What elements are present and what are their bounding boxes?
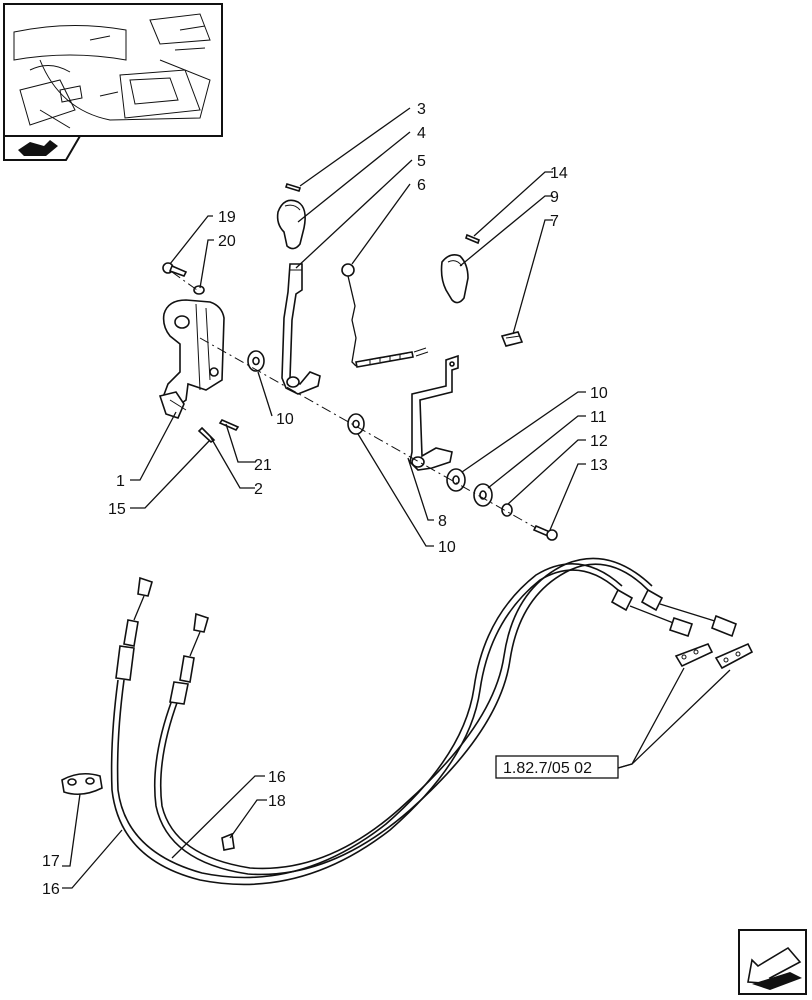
cable-part-16-a	[110, 563, 623, 886]
callout-11: 11	[590, 409, 607, 426]
cable-end-right-b	[640, 588, 737, 638]
section-nav-icon[interactable]	[3, 135, 82, 161]
callout-16-b: 16	[42, 881, 60, 898]
callout-13: 13	[590, 457, 608, 474]
link-plate-b	[714, 642, 754, 670]
leader-lines	[62, 107, 731, 889]
reference-box[interactable]: 1.82.7/05 02	[495, 755, 619, 779]
callout-17: 17	[42, 853, 60, 870]
cable-part-16-b	[153, 557, 653, 876]
callout-18: 18	[268, 793, 286, 810]
callout-10-b: 10	[590, 385, 608, 402]
next-page-arrow-icon[interactable]	[738, 929, 807, 995]
callout-4: 4	[417, 125, 426, 142]
callout-10-a: 10	[276, 411, 294, 428]
cable-end-right-a	[610, 588, 694, 638]
bolt-part-19	[162, 262, 188, 277]
cable-end-left-a	[115, 576, 153, 681]
callout-21: 21	[254, 457, 272, 474]
callout-labels: 3 4 5 6 14 9 7 19 20 10 21 1 2 15 10 11 …	[42, 101, 608, 898]
callout-20: 20	[218, 233, 236, 250]
callout-15: 15	[108, 501, 126, 518]
callout-6: 6	[417, 177, 426, 194]
callout-14: 14	[550, 165, 568, 182]
callout-10-c: 10	[438, 539, 456, 556]
clip-part-18	[221, 832, 235, 851]
callout-5: 5	[417, 153, 426, 170]
screw-part-21	[218, 418, 240, 432]
washer-part-11	[473, 483, 493, 507]
lever-part-8	[409, 354, 459, 471]
bracket-part-1	[158, 299, 225, 419]
link-plate-a	[674, 642, 714, 668]
knob-part-4	[276, 199, 306, 250]
callout-16-a: 16	[268, 769, 286, 786]
cable-end-left-b	[169, 612, 209, 705]
pin-part-3	[284, 183, 302, 192]
bolt-part-13	[532, 524, 558, 541]
reference-label[interactable]: 1.82.7/05 02	[503, 760, 592, 777]
callout-8: 8	[438, 513, 447, 530]
washer-part-10b	[347, 413, 365, 435]
callout-2: 2	[254, 481, 263, 498]
callout-7: 7	[550, 213, 559, 230]
clip-part-7	[500, 331, 524, 347]
callout-12: 12	[590, 433, 608, 450]
lever-part-5	[281, 263, 321, 395]
washer-part-10a	[247, 350, 265, 372]
washer-part-20	[193, 285, 205, 295]
callout-9: 9	[550, 189, 559, 206]
assembly-axis	[199, 337, 537, 529]
bolt-axis	[171, 271, 198, 291]
cab-thumbnail	[3, 3, 223, 137]
knob-part-9	[440, 254, 469, 304]
washer-part-10c	[446, 468, 466, 492]
grommet-part-17	[61, 772, 103, 796]
pin-part-14	[465, 233, 480, 245]
callout-19: 19	[218, 209, 236, 226]
rod-part-6	[341, 263, 429, 368]
callout-3: 3	[417, 101, 426, 118]
callout-1: 1	[116, 473, 125, 490]
